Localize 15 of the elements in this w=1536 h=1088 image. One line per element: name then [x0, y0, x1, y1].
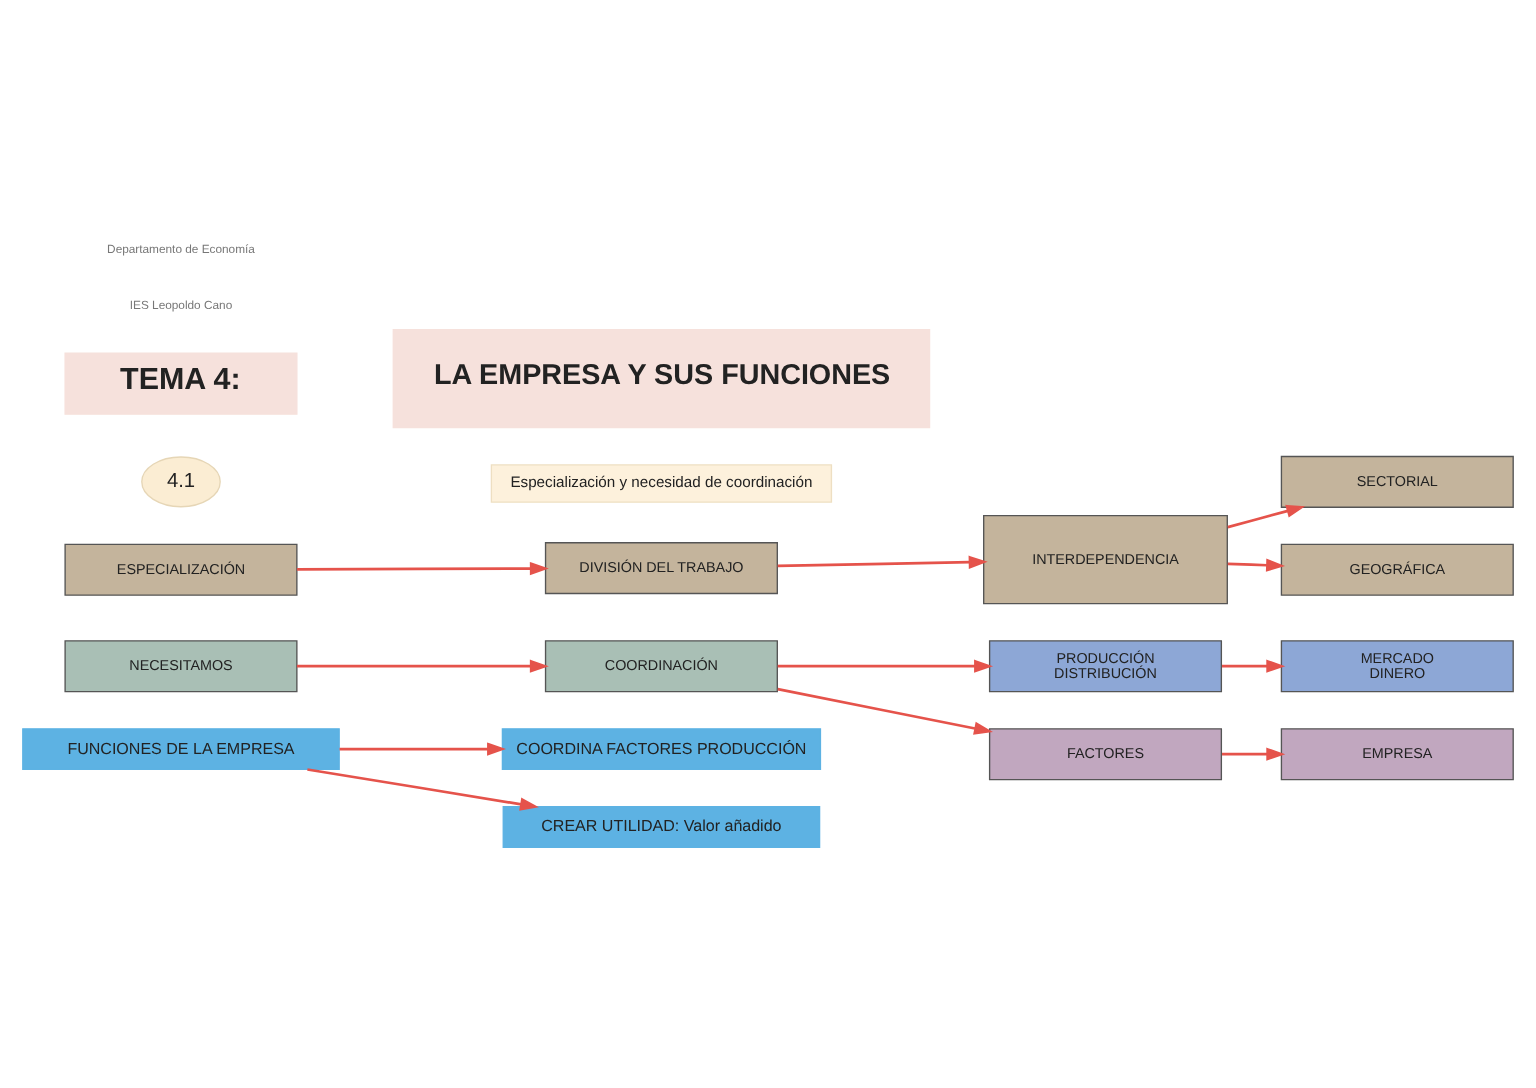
node-ellipse: 4.1	[141, 456, 221, 508]
arrow	[1222, 659, 1286, 673]
arrow	[1227, 558, 1286, 572]
arrow	[307, 768, 539, 811]
node-box: Especialización y necesidad de coordinación	[490, 464, 833, 503]
arrow	[777, 687, 993, 735]
arrow	[777, 659, 994, 673]
arrow	[296, 659, 549, 673]
arrow	[1227, 504, 1306, 529]
arrow	[296, 561, 549, 576]
arrow	[777, 555, 988, 569]
arrow	[339, 742, 507, 756]
node-box: TEMA 4:	[64, 352, 298, 415]
node-box: LA EMPRESA Y SUS FUNCIONES	[392, 328, 931, 429]
arrow	[1222, 747, 1286, 761]
